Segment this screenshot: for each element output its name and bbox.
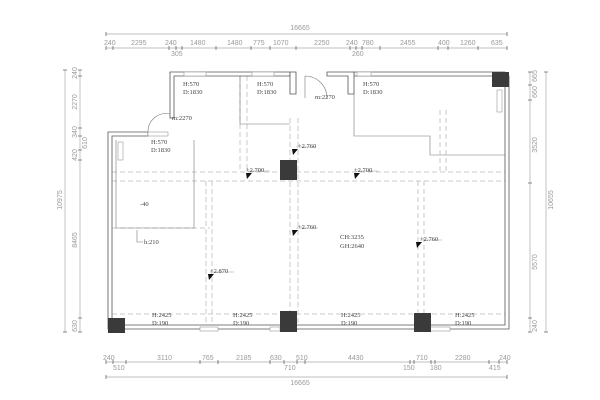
column [492,72,509,87]
dim-bottom: 2185 [236,355,252,362]
dim-top: 1480 [227,40,243,47]
column [108,318,125,333]
dim-bottom: 150 [403,365,415,372]
dim-bottom: 630 [270,355,282,362]
dim-top: 775 [253,40,265,47]
dim-top: 1260 [460,40,476,47]
column [414,313,431,332]
window-depth: D:1830 [363,89,383,96]
dim-top: 240 [346,40,358,47]
dimension-lines [64,33,547,378]
dim-bottom: 510 [113,365,125,372]
window-depth: D:190 [455,320,471,327]
door-label: m:2270 [172,115,192,122]
dim-bottom: 240 [499,355,511,362]
dim-left-col: 240 2270 340 610 420 8465 630 10975 [57,67,89,332]
column [280,160,297,180]
dim-top-row: 240 2295 240 305 1480 1480 775 1070 2250… [104,40,503,58]
level-label: +2.700 [354,167,372,174]
dim-right: 3520 [532,137,539,153]
columns [108,72,509,333]
dim-bottom-row: 240 510 3110 765 2185 630 710 510 4430 1… [103,355,511,372]
dim-left: 240 [72,67,79,79]
dim-left: 340 [72,126,79,138]
window-depth: D:190 [233,320,249,327]
window-depth: D:190 [341,320,357,327]
dim-left-total: 10975 [57,190,64,210]
level-markers [208,146,442,280]
dim-left: 630 [72,320,79,332]
dim-bottom: 510 [296,355,308,362]
dim-left: 2270 [72,94,79,110]
dim-right-total: 10655 [548,190,555,210]
dim-top: 305 [171,51,183,58]
window-height: H:570 [183,81,199,88]
level-label: +2.870 [210,268,228,275]
door-label: m:2270 [315,94,335,101]
dim-top: 780 [362,40,374,47]
window-height: H:2425 [233,312,253,319]
window-depth: D:190 [152,320,168,327]
dim-left: 420 [72,149,79,161]
dim-bottom: 415 [489,365,501,372]
dim-top: 2295 [131,40,147,47]
dim-top: 400 [438,40,450,47]
dim-right-col: 665 660 3520 5570 240 10655 [532,70,555,332]
dimension-ticks [63,32,548,379]
beam-height: h:210 [144,239,159,246]
window-height: H:2425 [341,312,361,319]
dim-bottom: 4430 [348,355,364,362]
ceiling-height: CH:3235 [340,234,364,241]
level-label: +2.760 [298,224,316,231]
dim-bottom: 240 [103,355,115,362]
dim-top: 260 [352,51,364,58]
level-label: +2.700 [246,167,264,174]
dim-top: 1480 [190,40,206,47]
dim-top: 240 [165,40,177,47]
annotations: H:570 D:1830 H:570 D:1830 H:570 D:1830 H… [136,81,475,327]
dim-bottom: 2280 [455,355,471,362]
dim-top: 1070 [273,40,289,47]
column [280,311,297,332]
dim-bottom: 180 [430,365,442,372]
window-height: H:570 [151,139,167,146]
window-depth: D:1830 [151,147,171,154]
dim-bottom: 3110 [157,355,172,362]
dim-right: 660 [532,86,539,98]
dim-bottom-total: 16665 [290,380,310,387]
window-height: H:2425 [455,312,475,319]
dim-left: 610 [82,137,89,149]
floor-offset: -40 [140,201,149,208]
dim-top: 240 [104,40,116,47]
dim-right: 5570 [532,254,539,270]
dim-bottom: 710 [416,355,428,362]
dim-top: 2455 [400,40,416,47]
ground-height: GH:2640 [340,243,364,250]
window-depth: D:1830 [257,89,277,96]
window-height: H:570 [257,81,273,88]
level-label: +2.760 [298,143,316,150]
dim-top: 635 [491,40,503,47]
windows [147,71,451,332]
dim-bottom: 765 [202,355,214,362]
window-depth: D:1830 [183,89,203,96]
dim-right: 240 [532,320,539,332]
level-label: +2.760 [420,236,438,243]
dim-bottom: 710 [284,365,296,372]
window-height: H:570 [363,81,379,88]
walls [107,71,510,330]
dim-left: 8465 [72,232,79,248]
window-height: H:2425 [152,312,172,319]
dim-right: 665 [532,70,539,82]
dim-top-total: 16665 [290,25,310,32]
dim-top: 2250 [314,40,330,47]
